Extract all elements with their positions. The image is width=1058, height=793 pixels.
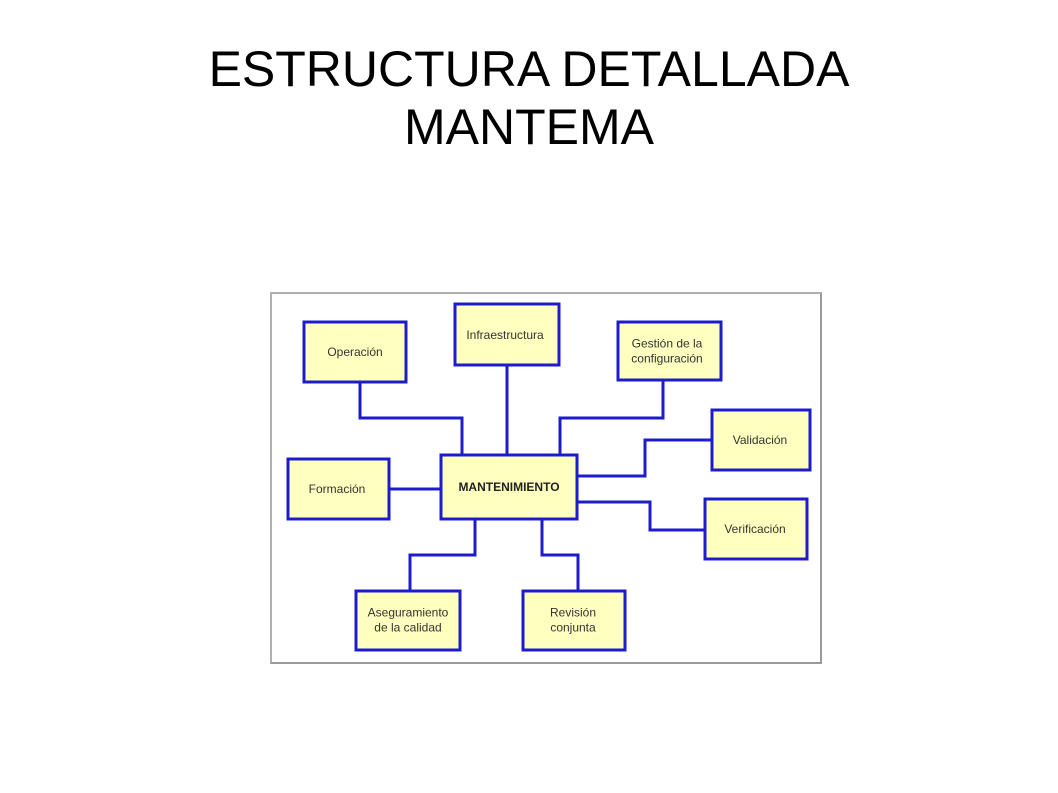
node-label-infraestructura: Infraestructura — [466, 328, 544, 342]
node-label-line: configuración — [631, 352, 702, 366]
connectors — [358, 365, 712, 591]
connector-gestion — [558, 380, 665, 455]
connector-validacion — [577, 438, 712, 478]
node-box-center — [439, 453, 579, 521]
node-box-verificacion — [703, 497, 809, 561]
node-box-gestion — [616, 320, 723, 382]
node-label-line: Infraestructura — [466, 328, 544, 342]
node-label-line: de la calidad — [374, 621, 441, 635]
node-label-line: Operación — [327, 345, 382, 359]
node-label-line: Validación — [733, 433, 787, 447]
slide-title: ESTRUCTURA DETALLADA MANTEMA — [0, 40, 1058, 156]
node-label-formacion: Formación — [309, 482, 366, 496]
node-box-revision — [521, 589, 627, 652]
slide-title-line-2: MANTEMA — [404, 99, 654, 155]
node-label-line: Aseguramiento — [368, 606, 449, 620]
connector-aseguramiento — [408, 519, 477, 591]
node-label-verificacion: Verificación — [724, 522, 785, 536]
node-box-operacion — [302, 320, 408, 384]
node-label-line: Gestión de la — [632, 337, 703, 351]
node-label-validacion: Validación — [733, 433, 787, 447]
node-label-line: Verificación — [724, 522, 785, 536]
connector-operacion — [358, 382, 464, 455]
node-label-center: MANTENIMIENTO — [458, 480, 559, 494]
node-box-aseguramiento — [354, 589, 462, 652]
node-box-validacion — [710, 408, 812, 472]
node-box-infraestructura — [453, 302, 561, 367]
node-label-line: Revisión — [550, 606, 596, 620]
node-box-formacion — [286, 457, 391, 521]
connector-revision — [540, 519, 580, 591]
node-label-operacion: Operación — [327, 345, 382, 359]
node-label-line: conjunta — [550, 621, 596, 635]
node-boxes — [286, 302, 812, 652]
node-label-line: Formación — [309, 482, 366, 496]
slide-title-line-1: ESTRUCTURA DETALLADA — [208, 41, 850, 97]
connector-verificacion — [577, 500, 705, 532]
